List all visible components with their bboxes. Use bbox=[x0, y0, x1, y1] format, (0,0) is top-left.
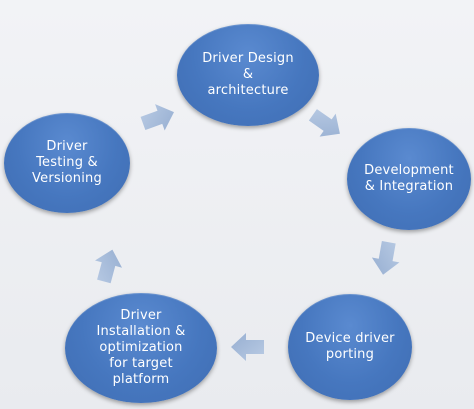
node-driver-design-label: Driver Design & architecture bbox=[202, 51, 294, 98]
node-driver-installation: Driver Installation & optimization for t… bbox=[65, 293, 217, 403]
arrow-testing-to-design bbox=[140, 104, 174, 131]
node-driver-testing: Driver Testing & Versioning bbox=[4, 113, 130, 213]
node-driver-testing-label: Driver Testing & Versioning bbox=[32, 139, 102, 186]
node-development-integration: Development & Integration bbox=[347, 128, 471, 230]
node-driver-installation-label: Driver Installation & optimization for t… bbox=[96, 308, 186, 387]
arrow-porting-to-install bbox=[231, 333, 264, 361]
arrow-dev-to-porting bbox=[371, 241, 400, 275]
node-device-driver-porting: Device driver porting bbox=[288, 294, 412, 400]
node-device-driver-porting-label: Device driver porting bbox=[305, 331, 395, 362]
node-driver-design: Driver Design & architecture bbox=[177, 24, 319, 126]
node-development-integration-label: Development & Integration bbox=[364, 163, 454, 194]
arrow-install-to-testing bbox=[94, 249, 123, 284]
arrow-design-to-dev bbox=[308, 109, 340, 137]
